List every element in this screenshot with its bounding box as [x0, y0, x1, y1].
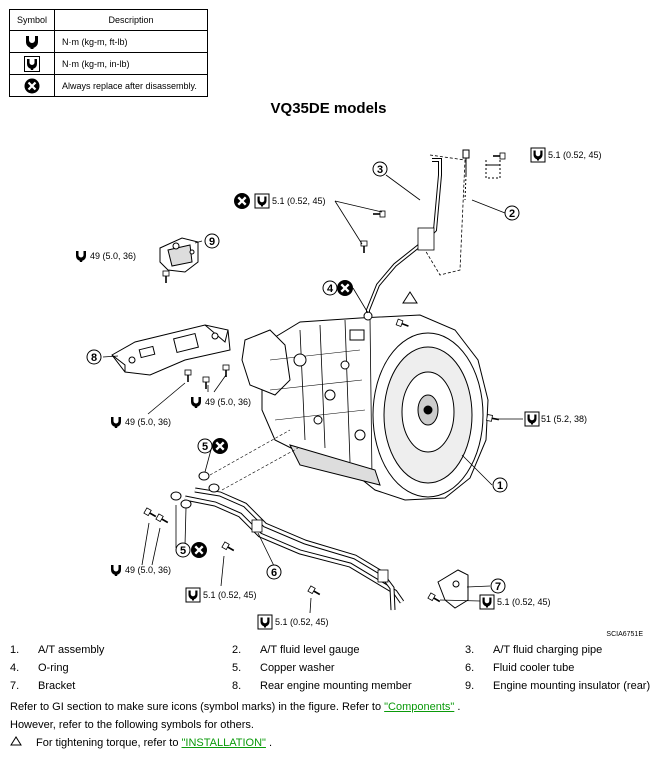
symbol-table-row: N·m (kg-m, ft-lb) — [9, 30, 208, 53]
torque-label: 5.1 (0.52, 45) — [272, 196, 326, 206]
figure-id: SCIA6751E — [606, 631, 643, 638]
torque-reference-triangle-icon — [10, 736, 22, 746]
symbol-description: Always replace after disassembly. — [54, 74, 208, 97]
note-line: For tightening torque, refer to "INSTALL… — [10, 734, 460, 752]
callout-6: 6 — [271, 567, 277, 579]
torque-wrench-inlb-icon — [257, 614, 273, 630]
symbol-table-row: Always replace after disassembly. — [9, 74, 208, 97]
callouts — [86, 161, 520, 594]
legend-item: 1.A/T assembly — [10, 644, 105, 656]
bracket — [437, 569, 469, 609]
always-replace-icon — [335, 278, 355, 298]
torque-label: 49 (5.0, 36) — [205, 397, 251, 407]
torque-wrench-icon — [111, 565, 121, 576]
legend-row: 4.O-ring 5.Copper washer 6.Fluid cooler … — [10, 662, 650, 680]
always-replace-icon — [232, 191, 252, 211]
torque-reference-triangle-icon — [402, 291, 418, 304]
parts-legend: 1.A/T assembly 2.A/T fluid level gauge 3… — [10, 644, 650, 698]
diagram-title: VQ35DE models — [270, 100, 387, 117]
torque-wrench-icon — [26, 35, 38, 49]
legend-item: 2.A/T fluid level gauge — [232, 644, 360, 656]
torque-wrench-inlb-icon — [524, 411, 540, 427]
always-replace-icon — [210, 436, 230, 456]
legend-item: 5.Copper washer — [232, 662, 335, 674]
torque-label: 5.1 (0.52, 45) — [497, 597, 551, 607]
callout-3: 3 — [377, 164, 383, 176]
legend-row: 1.A/T assembly 2.A/T fluid level gauge 3… — [10, 644, 650, 662]
torque-wrench-inlb-icon — [24, 55, 40, 72]
leader-lines — [102, 174, 523, 614]
torque-wrench-icon — [111, 417, 121, 428]
torque-label: 5.1 (0.52, 45) — [203, 590, 257, 600]
torque-wrench-inlb-icon — [185, 587, 201, 603]
torque-label: 49 (5.0, 36) — [125, 565, 171, 575]
legend-row: 7.Bracket 8.Rear engine mounting member … — [10, 680, 650, 698]
legend-item: 7.Bracket — [10, 680, 76, 692]
note-line: Refer to GI section to make sure icons (… — [10, 701, 461, 713]
symbol-table-header: Symbol Description — [9, 9, 208, 31]
always-replace-icon — [189, 540, 209, 560]
callout-9: 9 — [209, 236, 215, 248]
torque-wrench-inlb-icon — [254, 193, 270, 209]
torque-label: 49 (5.0, 36) — [125, 417, 171, 427]
fluid-cooler-tube — [184, 429, 405, 611]
torque-label: 49 (5.0, 36) — [90, 251, 136, 261]
callout-8: 8 — [91, 352, 97, 364]
note-line: However, refer to the following symbols … — [10, 719, 254, 731]
callout-4: 4 — [327, 283, 334, 295]
exploded-diagram: 1 2 3 4 5 5 6 7 8 9 5.1 (0.52, 45) 5.1 (… — [76, 147, 643, 638]
fluid-level-gauge — [462, 149, 501, 201]
torque-wrench-icon — [76, 251, 86, 262]
legend-item: 8.Rear engine mounting member — [232, 680, 412, 692]
notes: Refer to GI section to make sure icons (… — [10, 698, 460, 752]
torque-wrench-inlb-icon — [479, 594, 495, 610]
legend-item: 4.O-ring — [10, 662, 69, 674]
torque-label: 5.1 (0.52, 45) — [275, 617, 329, 627]
callout-5: 5 — [180, 545, 186, 557]
components-link[interactable]: "Components" — [384, 701, 455, 713]
always-replace-icon — [24, 78, 40, 93]
callout-5: 5 — [202, 441, 208, 453]
torque-label: 5.1 (0.52, 45) — [548, 150, 602, 160]
fluid-charging-pipe — [363, 154, 466, 321]
callout-7: 7 — [495, 581, 501, 593]
mounting-insulator — [159, 237, 199, 273]
transmission-assembly — [241, 314, 489, 501]
torque-wrench-inlb-icon — [530, 147, 546, 163]
legend-item: 9.Engine mounting insulator (rear) — [465, 680, 651, 692]
rear-mounting-member — [111, 324, 231, 376]
torque-wrench-icon — [191, 397, 201, 408]
symbol-table: Symbol Description N·m (kg-m, ft-lb) N·m… — [9, 9, 208, 97]
legend-item: 6.Fluid cooler tube — [465, 662, 575, 674]
installation-link[interactable]: "INSTALLATION" — [181, 737, 266, 749]
callout-2: 2 — [509, 208, 515, 220]
callout-1: 1 — [497, 480, 503, 492]
torque-label: 51 (5.2, 38) — [541, 414, 587, 424]
fasteners — [143, 152, 506, 605]
legend-item: 3.A/T fluid charging pipe — [465, 644, 603, 656]
